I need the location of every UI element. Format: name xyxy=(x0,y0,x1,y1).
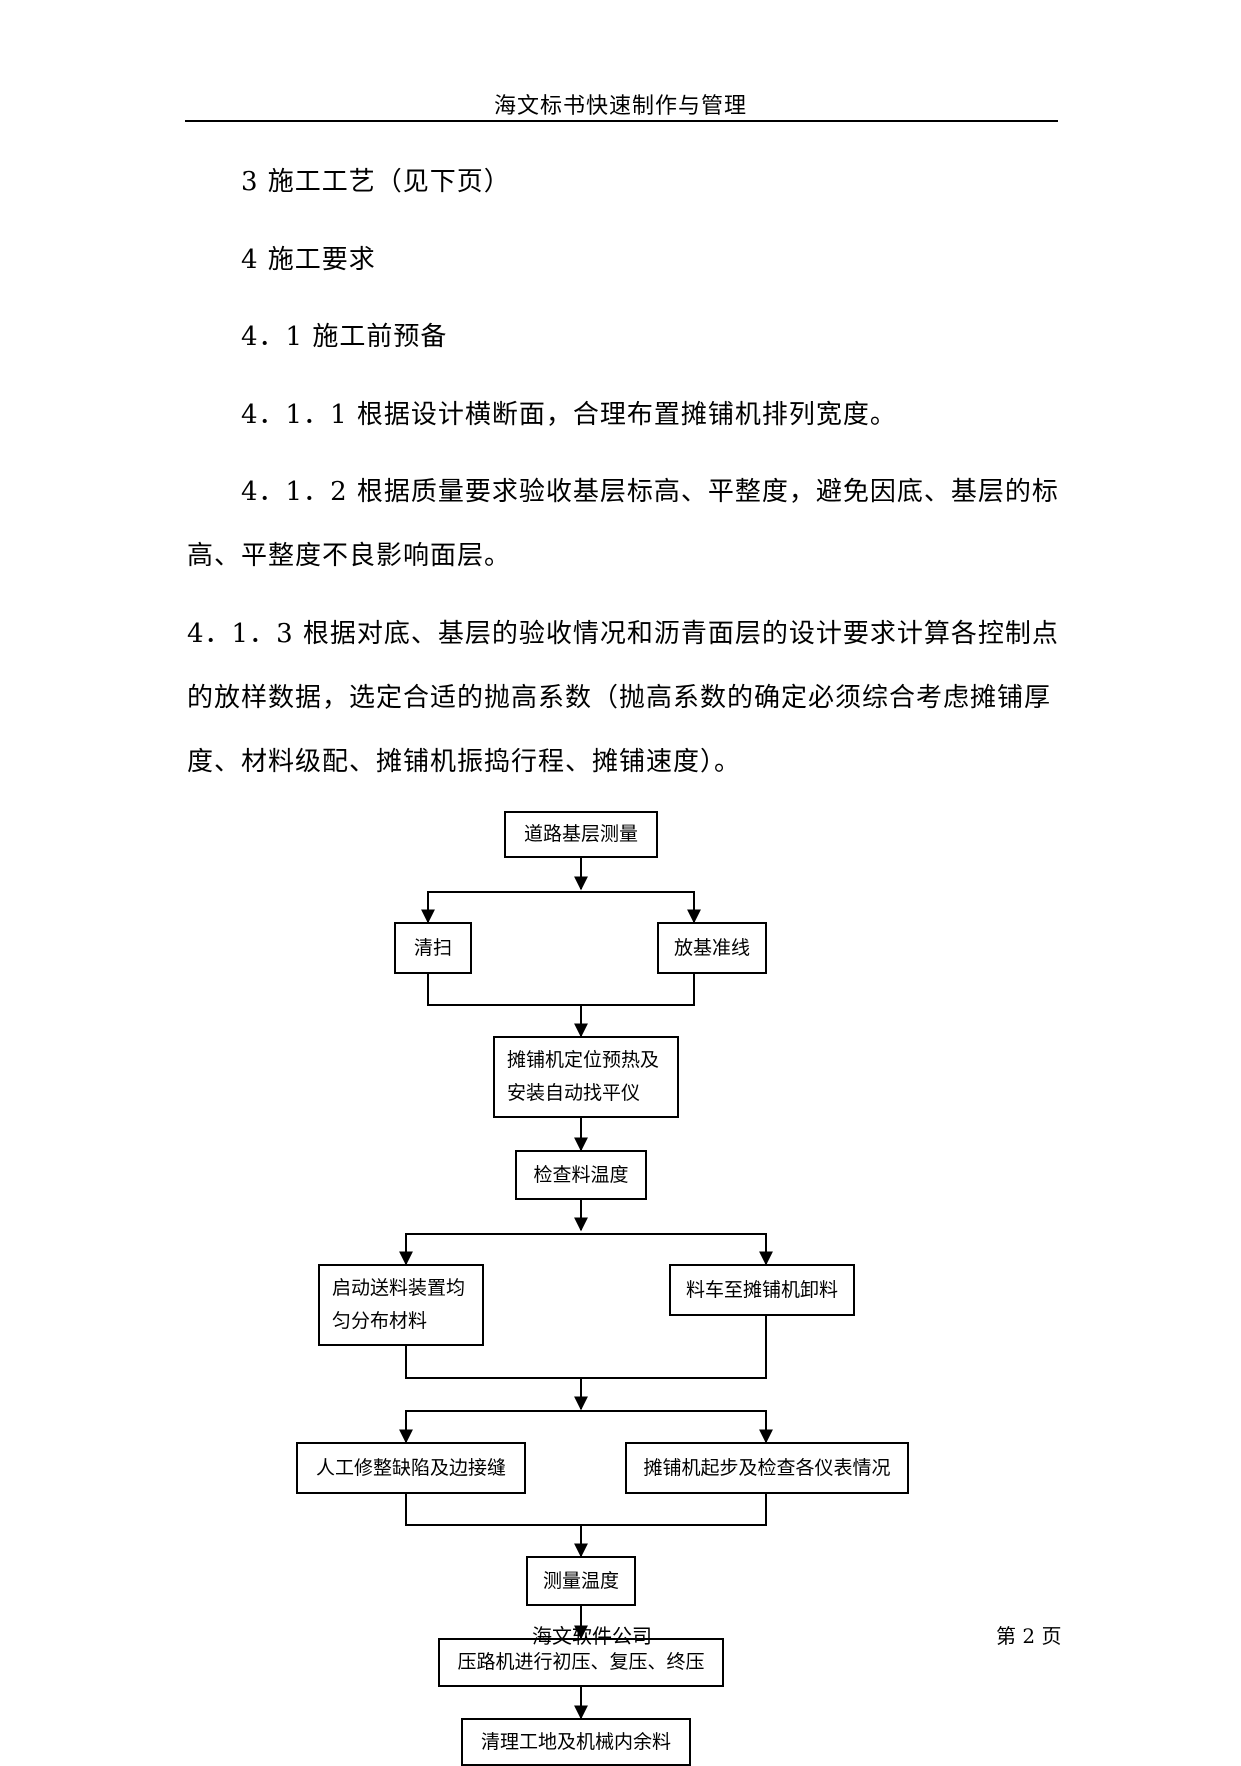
flow-node-set-baseline: 放基准线 xyxy=(657,922,767,974)
footer-page-number: 第 2 页 xyxy=(996,1624,1062,1648)
flow-node-cleanup: 清理工地及机械内余料 xyxy=(461,1718,691,1766)
flow-node-truck-unload: 料车至摊铺机卸料 xyxy=(669,1264,855,1316)
flow-node-paver-start-check: 摊铺机起步及检查各仪表情况 xyxy=(625,1442,909,1494)
paragraph-4: 4 施工要求 xyxy=(241,245,376,275)
header-rule xyxy=(185,120,1058,122)
flow-node-road-base-survey: 道路基层测量 xyxy=(504,811,658,858)
paragraph-4-1-1: 4．1．1 根据设计横断面，合理布置摊铺机排列宽度。 xyxy=(241,400,897,430)
flow-node-manual-repair: 人工修整缺陷及边接缝 xyxy=(296,1442,526,1494)
flow-node-measure-temp: 测量温度 xyxy=(526,1556,636,1606)
header-title: 海文标书快速制作与管理 xyxy=(493,94,747,119)
paragraph-4-1-2-line1: 4．1．2 根据质量要求验收基层标高、平整度，避免因底、基层的标 xyxy=(241,477,1059,507)
flow-node-start-feeder: 启动送料装置均 匀分布材料 xyxy=(318,1264,484,1346)
paragraph-3: 3 施工工艺（见下页） xyxy=(241,167,511,197)
flow-node-roller-compaction: 压路机进行初压、复压、终压 xyxy=(438,1638,724,1687)
paragraph-4-1-3-line3: 度、材料级配、摊铺机振捣行程、摊铺速度）。 xyxy=(187,747,742,777)
paragraph-4-1-3-line2: 的放样数据，选定合适的抛高系数（抛高系数的确定必须综合考虑摊铺厚 xyxy=(187,683,1052,713)
flow-node-check-material-temp: 检查料温度 xyxy=(515,1150,647,1200)
footer-company: 海文软件公司 xyxy=(532,1624,652,1648)
paragraph-4-1: 4．1 施工前预备 xyxy=(241,322,448,352)
flow-node-paver-positioning: 摊铺机定位预热及 安装自动找平仪 xyxy=(493,1036,679,1118)
paragraph-4-1-2-line2: 高、平整度不良影响面层。 xyxy=(187,541,512,571)
flow-node-sweep: 清扫 xyxy=(394,922,472,974)
paragraph-4-1-3-line1: 4．1．3 根据对底、基层的验收情况和沥青面层的设计要求计算各控制点 xyxy=(187,619,1059,649)
